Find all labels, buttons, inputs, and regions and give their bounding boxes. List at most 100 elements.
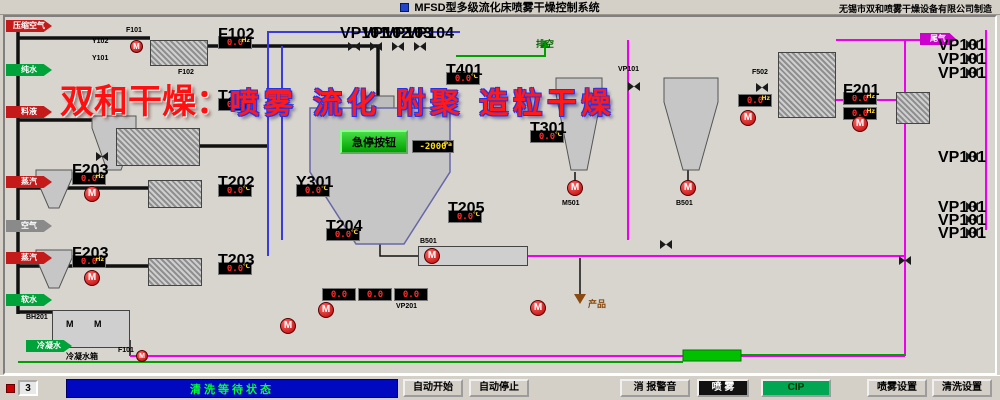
display-unit: ℃ bbox=[472, 211, 480, 218]
fan-motor[interactable]: M bbox=[280, 318, 296, 334]
air-heater-low bbox=[148, 258, 202, 286]
fan-motor[interactable]: M bbox=[740, 110, 756, 126]
equipment-label: F502 bbox=[752, 69, 768, 76]
valve-icon[interactable] bbox=[899, 252, 911, 265]
valve-icon[interactable] bbox=[392, 38, 404, 51]
value-display: 0.0 bbox=[358, 288, 392, 301]
fan-motor[interactable]: M bbox=[680, 180, 696, 196]
fan-motor[interactable]: M bbox=[318, 302, 334, 318]
plate-filter bbox=[116, 128, 200, 166]
fan-motor[interactable]: M bbox=[530, 300, 546, 316]
equipment-label: 冷凝水箱 bbox=[66, 352, 98, 361]
valve-icon[interactable] bbox=[756, 79, 768, 92]
flow-tag: 压缩空气 bbox=[6, 20, 52, 32]
flow-tag: 软水 bbox=[6, 294, 52, 306]
equipment-label: Y101 bbox=[92, 55, 109, 62]
valve-icon[interactable] bbox=[628, 78, 640, 91]
valve-label: VP101 bbox=[938, 51, 987, 68]
fan-motor[interactable]: M bbox=[84, 270, 100, 286]
display-unit: Hz bbox=[866, 108, 875, 115]
flow-tag: 料液 bbox=[6, 106, 52, 118]
valve-icon[interactable] bbox=[348, 38, 360, 51]
fluid-bed bbox=[418, 246, 528, 266]
valve-icon[interactable] bbox=[966, 50, 978, 63]
equipment-label: 产品 bbox=[588, 299, 607, 309]
alarm-count: 3 bbox=[18, 380, 38, 396]
valve-icon[interactable] bbox=[414, 38, 426, 51]
flow-tag: 蒸汽 bbox=[6, 252, 52, 264]
display-unit: ℃ bbox=[242, 263, 250, 270]
valve-icon[interactable] bbox=[966, 224, 978, 237]
display-unit: Hz bbox=[761, 95, 770, 102]
value-display: 0.0℃ bbox=[218, 262, 252, 275]
flow-tag: 尾气 bbox=[920, 33, 956, 45]
value-display: 0.0℃ bbox=[296, 184, 330, 197]
exhaust-filter bbox=[896, 92, 930, 124]
status-bar: 清洗等待状态 bbox=[66, 379, 398, 398]
equipment-label: M bbox=[66, 319, 74, 329]
flow-tag: 纯水 bbox=[6, 64, 52, 76]
valve-icon[interactable] bbox=[966, 148, 978, 161]
display-unit: ℃ bbox=[470, 73, 478, 80]
bag-filter bbox=[778, 52, 836, 118]
valve-label: VP103 bbox=[384, 25, 433, 42]
valve-icon[interactable] bbox=[966, 64, 978, 77]
valve-label: VP104 bbox=[406, 25, 455, 42]
spray-settings-button[interactable]: 喷雾设置 bbox=[867, 379, 927, 397]
display-label: F201 bbox=[843, 82, 880, 99]
valve-icon[interactable] bbox=[966, 211, 978, 224]
valve-icon[interactable] bbox=[660, 236, 672, 249]
equipment-label: 排空 bbox=[536, 39, 555, 49]
title-bar: MFSD型多级流化床喷雾干燥控制系统 无锡市双和喷雾干燥设备有限公司制造 bbox=[0, 0, 1000, 15]
fan-motor[interactable]: M bbox=[567, 180, 583, 196]
auto-stop-button[interactable]: 自动停止 bbox=[469, 379, 529, 397]
clean-settings-button[interactable]: 清洗设置 bbox=[932, 379, 992, 397]
cyclone-2 bbox=[663, 77, 719, 171]
display-unit: Hz bbox=[241, 37, 250, 44]
manufacturer-label: 无锡市双和喷雾干燥设备有限公司制造 bbox=[838, 4, 992, 14]
valve-label: VP101 bbox=[938, 225, 987, 242]
display-unit: Hz bbox=[95, 256, 104, 263]
equipment-label: B501 bbox=[420, 238, 437, 245]
auto-start-button[interactable]: 自动开始 bbox=[403, 379, 463, 397]
equipment-label: BH201 bbox=[26, 314, 48, 321]
value-display: 0.0 bbox=[394, 288, 428, 301]
tower-dome bbox=[365, 95, 395, 109]
equipment-label: VP101 bbox=[618, 66, 640, 73]
equipment-label: F101 bbox=[126, 27, 142, 34]
display-unit: ℃ bbox=[242, 185, 250, 192]
equipment-label: F102 bbox=[178, 69, 194, 76]
flow-tag: 蒸汽 bbox=[6, 176, 52, 188]
emergency-stop-button[interactable]: 急停按钮 bbox=[340, 130, 408, 154]
valve-label: VP101 bbox=[340, 25, 389, 42]
valve-label: VP101 bbox=[938, 65, 987, 82]
fan-motor[interactable]: M bbox=[852, 116, 868, 132]
alarm-icon bbox=[6, 383, 15, 393]
value-display: 0.0℃ bbox=[218, 98, 252, 111]
mute-alarm-button[interactable]: 消 报警音 bbox=[620, 379, 690, 397]
valve-label: VP102 bbox=[362, 25, 411, 42]
value-display: 0.0 bbox=[322, 288, 356, 301]
fan-motor[interactable]: M bbox=[84, 186, 100, 202]
valve-icon[interactable] bbox=[966, 36, 978, 49]
flow-tag: 空气 bbox=[6, 220, 52, 232]
fan-motor[interactable]: M bbox=[136, 350, 148, 362]
valve-icon[interactable] bbox=[966, 198, 978, 211]
value-display: 0.0℃ bbox=[446, 72, 480, 85]
display-label: T204 bbox=[326, 218, 363, 235]
valve-label: VP101 bbox=[938, 149, 987, 166]
valve-icon[interactable] bbox=[370, 38, 382, 51]
display-label: Y301 bbox=[296, 174, 334, 191]
spray-button[interactable]: 喷 雾 bbox=[697, 379, 749, 397]
fan-motor[interactable]: M bbox=[130, 40, 143, 53]
equipment-label: VP201 bbox=[396, 303, 418, 310]
valve-icon[interactable] bbox=[96, 148, 108, 161]
return-water-line bbox=[682, 349, 742, 362]
fan-motor[interactable]: M bbox=[424, 248, 440, 264]
cip-button[interactable]: CIP bbox=[761, 379, 831, 397]
